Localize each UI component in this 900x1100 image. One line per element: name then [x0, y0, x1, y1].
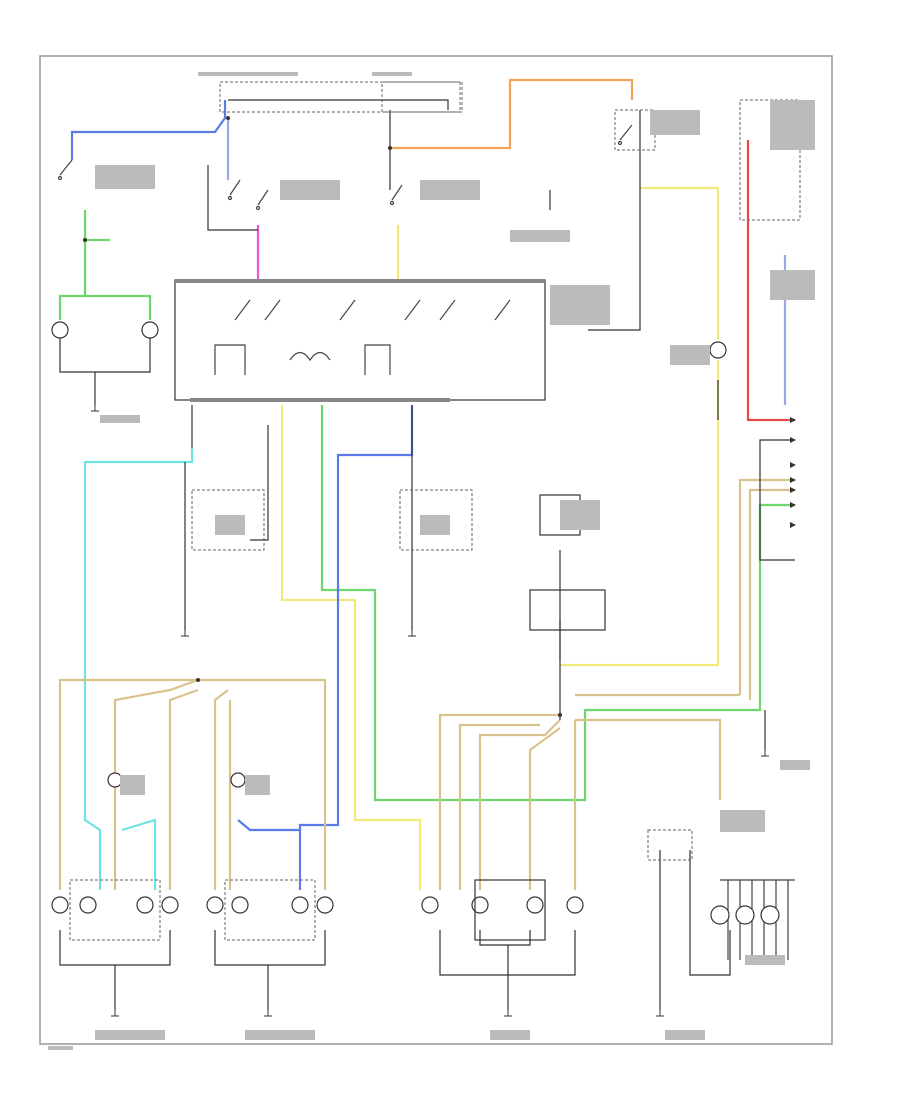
left-door-lamp-switch — [191, 489, 265, 551]
lamp-bulb — [316, 896, 334, 914]
right-rear-lamps-cluster — [647, 829, 795, 960]
relay-bottom — [529, 589, 606, 631]
lamp-bulb — [206, 896, 224, 914]
wire-red-right — [746, 140, 795, 422]
right-connectors — [790, 417, 796, 528]
lamp-bulb — [136, 896, 154, 914]
right-door-lamp-switch — [399, 489, 473, 551]
wire-blue-top-left — [70, 100, 227, 160]
wire-green-middle — [320, 405, 795, 802]
wire-yellow-right — [560, 186, 720, 667]
wire-tan-bottom — [58, 678, 722, 890]
lamp-bulb — [51, 896, 69, 914]
top-switches — [57, 124, 633, 211]
lamp-bulb — [526, 896, 544, 914]
junction-dots — [83, 116, 562, 717]
switch-assembly-top-bar — [175, 279, 545, 283]
lamp-bulb — [471, 896, 489, 914]
lamp-bulb — [141, 321, 159, 339]
left-courtesy-lamps — [69, 879, 161, 941]
wire-tan-right-2 — [748, 488, 795, 700]
diagram-frame — [39, 55, 833, 1045]
lamp-bulb — [421, 896, 439, 914]
lamp-bulb — [291, 896, 309, 914]
switch-assembly-contacts — [214, 299, 511, 375]
lamp-bulb — [107, 772, 123, 788]
wire-orange — [390, 78, 634, 150]
lamp-bulb — [566, 896, 584, 914]
wire-yellow-middle — [280, 405, 422, 890]
fuse-block-top-center — [381, 81, 463, 113]
lamp-bulb — [709, 341, 727, 359]
wire-cyan-left — [83, 448, 194, 890]
lamp-bulb — [51, 321, 69, 339]
black-wiring — [59, 99, 795, 1010]
switch-assembly-bottom-bar — [190, 398, 450, 402]
fuse-block-top-left — [219, 81, 461, 113]
lamp-bulb — [79, 896, 97, 914]
center-lamps — [474, 879, 546, 941]
wire-tan-right — [575, 478, 795, 697]
lamp-bulb — [230, 772, 246, 788]
headlamp-switch-assembly — [174, 279, 546, 401]
wire-green-top-left — [58, 210, 152, 320]
tiny-labels — [48, 72, 815, 1050]
right-courtesy-lamps — [224, 879, 316, 941]
ground-symbols — [91, 405, 769, 1017]
lamp-bulbs — [51, 321, 727, 914]
lamp-bulb — [161, 896, 179, 914]
lamp-bulb — [231, 896, 249, 914]
